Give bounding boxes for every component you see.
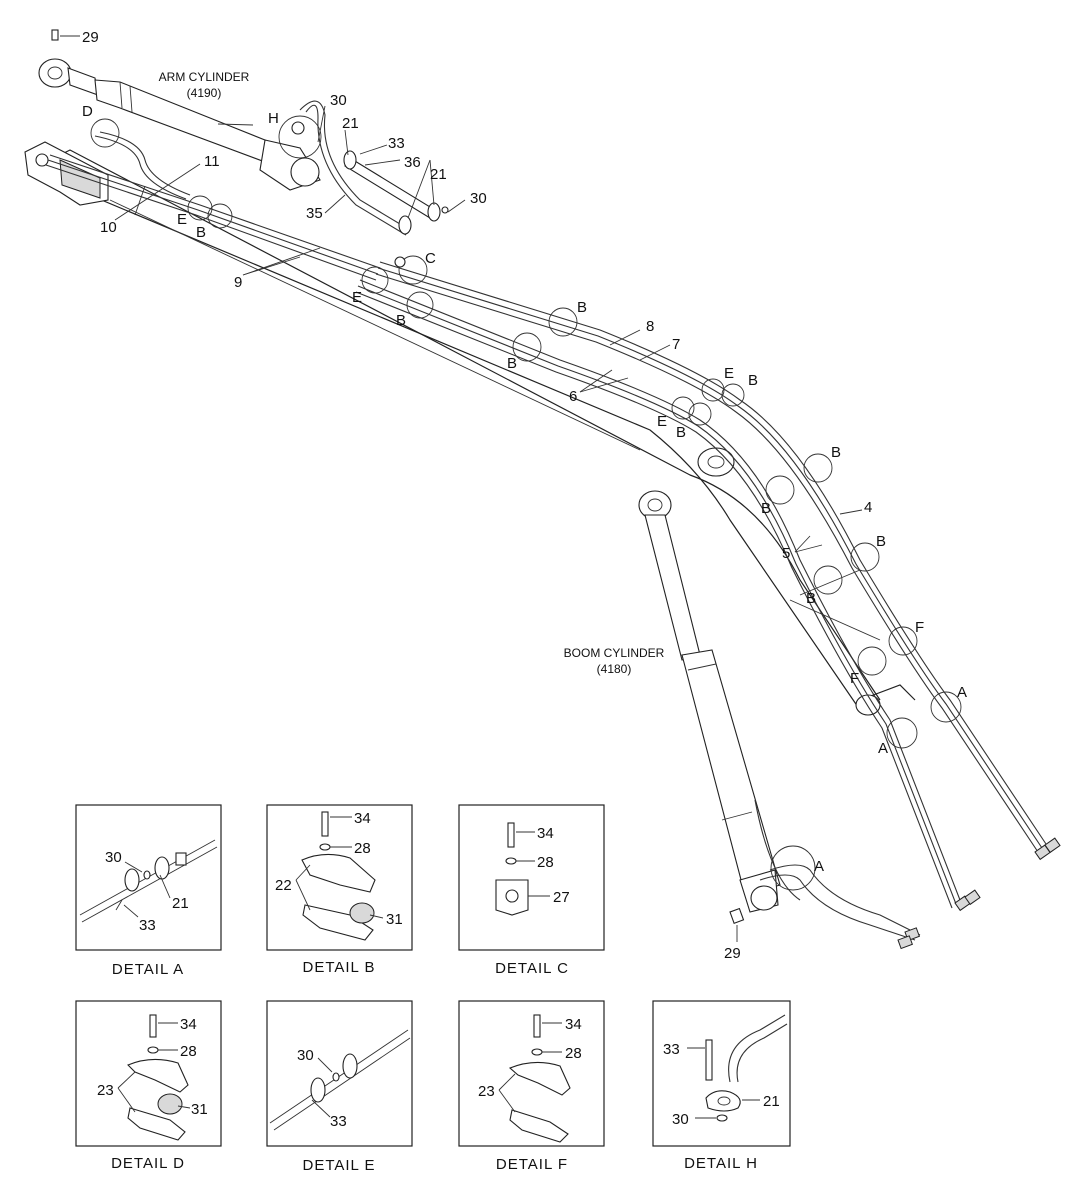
boom-head-bracket <box>24 141 109 206</box>
callout-B3: B <box>577 299 587 316</box>
arm-cylinder-caption: ARM CYLINDER (4190) <box>159 70 250 100</box>
boom-cylinder <box>638 490 781 913</box>
callout-33-top: 33 <box>388 135 405 152</box>
callout-H: H <box>268 110 279 127</box>
callout-29-bottom: 29 <box>724 945 741 962</box>
detail-f-label-23: 23 <box>478 1083 495 1100</box>
callout-30-mid: 30 <box>470 190 487 207</box>
detail-b-panel: 34 28 22 31 <box>266 804 413 951</box>
detail-a-label-21: 21 <box>172 895 189 912</box>
callout-B9: B <box>876 533 886 550</box>
detail-h-label-21: 21 <box>763 1093 780 1110</box>
detail-a-title: DETAIL A <box>112 961 184 978</box>
callout-10: 10 <box>100 219 117 236</box>
detail-d-label-28: 28 <box>180 1043 197 1060</box>
detail-f-panel: 34 28 23 <box>458 1000 605 1147</box>
callout-30-top: 30 <box>330 92 347 109</box>
detail-a-label-30: 30 <box>105 849 122 866</box>
hardware-top <box>51 29 745 924</box>
callout-B4: B <box>507 355 517 372</box>
detail-d-panel: 34 28 23 31 <box>75 1000 222 1147</box>
detail-c-label-28: 28 <box>537 854 554 871</box>
callout-29-top: 29 <box>82 29 99 46</box>
callout-5: 5 <box>782 545 790 562</box>
callout-B5: B <box>748 372 758 389</box>
callout-C: C <box>425 250 436 267</box>
callout-6: 6 <box>569 388 577 405</box>
detail-h-title: DETAIL H <box>684 1155 758 1172</box>
detail-b-label-22: 22 <box>275 877 292 894</box>
detail-e-panel: 30 33 <box>266 1000 413 1147</box>
detail-e-label-33: 33 <box>330 1113 347 1130</box>
boom-cylinder-caption: BOOM CYLINDER (4180) <box>564 646 665 676</box>
callout-F2: F <box>850 670 859 687</box>
detail-d-label-34: 34 <box>180 1016 197 1033</box>
detail-c-panel: 34 28 27 <box>458 804 605 951</box>
detail-e-title: DETAIL E <box>302 1157 375 1174</box>
callout-F1: F <box>915 619 924 636</box>
detail-d-label-23: 23 <box>97 1082 114 1099</box>
detail-f-title: DETAIL F <box>496 1156 568 1173</box>
callout-A3: A <box>814 858 824 875</box>
callout-B8: B <box>761 500 771 517</box>
boom-body <box>29 149 916 716</box>
boom-cylinder-caption-line2: (4180) <box>597 662 632 676</box>
detail-e-label-30: 30 <box>297 1047 314 1064</box>
callout-E1: E <box>177 211 187 228</box>
detail-d-label-31: 31 <box>191 1101 208 1118</box>
detail-h-label-33: 33 <box>663 1041 680 1058</box>
detail-b-label-28: 28 <box>354 840 371 857</box>
arm-cylinder-caption-line1: ARM CYLINDER <box>159 70 250 84</box>
detail-b-label-31: 31 <box>386 911 403 928</box>
callout-E3: E <box>724 365 734 382</box>
callout-B6: B <box>676 424 686 441</box>
callout-8: 8 <box>646 318 654 335</box>
detail-f-label-28: 28 <box>565 1045 582 1062</box>
callout-4: 4 <box>864 499 872 516</box>
detail-c-title: DETAIL C <box>495 960 569 977</box>
detail-d-title: DETAIL D <box>111 1155 185 1172</box>
callout-E4: E <box>657 413 667 430</box>
clamp-markers <box>90 115 962 891</box>
boom-cylinder-caption-line1: BOOM CYLINDER <box>564 646 665 660</box>
callout-A2: A <box>878 740 888 757</box>
detail-f-label-34: 34 <box>565 1016 582 1033</box>
detail-h-panel: 33 21 30 <box>652 1000 791 1147</box>
callout-B2: B <box>396 312 406 329</box>
detail-c-label-34: 34 <box>537 825 554 842</box>
callout-35: 35 <box>306 205 323 222</box>
detail-a-label-33: 33 <box>139 917 156 934</box>
leader-lines <box>60 35 863 942</box>
callout-9: 9 <box>234 274 242 291</box>
arm-cylinder-caption-line2: (4190) <box>187 86 222 100</box>
callout-21-top: 21 <box>342 115 359 132</box>
callout-36: 36 <box>404 154 421 171</box>
arm-cylinder <box>38 58 321 191</box>
detail-b-title: DETAIL B <box>302 959 375 976</box>
callout-E2: E <box>352 289 362 306</box>
callout-B7: B <box>831 444 841 461</box>
detail-c-label-27: 27 <box>553 889 570 906</box>
detail-b-label-34: 34 <box>354 810 371 827</box>
callout-7: 7 <box>672 336 680 353</box>
callout-21-mid: 21 <box>430 166 447 183</box>
callout-labels: 29 30 21 33 36 21 30 35 11 10 9 8 7 6 4 … <box>82 29 967 962</box>
callout-B10: B <box>806 590 816 607</box>
detail-a-panel: 30 21 33 <box>75 804 222 951</box>
detail-h-label-30: 30 <box>672 1111 689 1128</box>
callout-A1: A <box>957 684 967 701</box>
callout-11: 11 <box>204 153 220 170</box>
callout-B1: B <box>196 224 206 241</box>
callout-D: D <box>82 103 93 120</box>
